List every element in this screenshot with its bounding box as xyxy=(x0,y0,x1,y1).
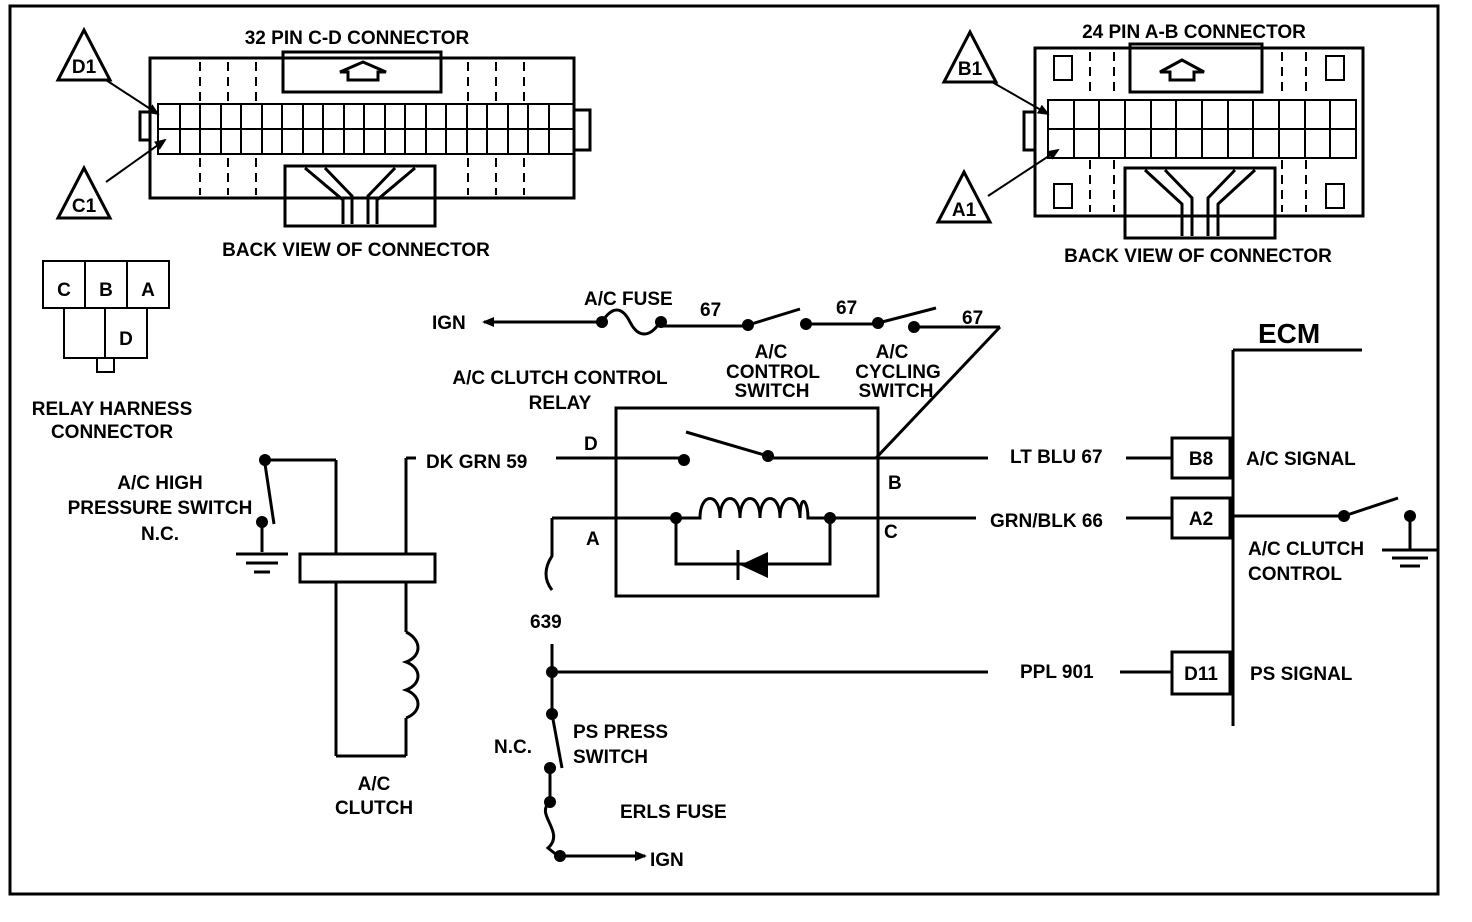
relay-title-2: RELAY xyxy=(529,393,592,414)
cycling-switch-label-1: A/C xyxy=(876,342,909,363)
clutch-control-label-2: CONTROL xyxy=(1248,564,1342,585)
relay-harness-label-2: CONNECTOR xyxy=(51,422,173,443)
erls-fuse-label: ERLS FUSE xyxy=(620,802,727,823)
pin-c1-label: C1 xyxy=(72,196,97,217)
harness-cell-a: A xyxy=(141,280,155,301)
harness-cell-b: B xyxy=(99,280,113,301)
harness-cell-c: C xyxy=(57,280,71,301)
high-pressure-label-1: A/C HIGH xyxy=(117,473,203,494)
top-circuit: IGN A/C FUSE 67 67 67 A/C CONTROL SWITCH… xyxy=(432,289,1002,460)
relay-pin-a: A xyxy=(586,529,600,550)
high-pressure-label-3: N.C. xyxy=(141,524,179,545)
relay-pin-b: B xyxy=(888,473,902,494)
pin-b8: B8 xyxy=(1189,449,1213,470)
ps-nc-label: N.C. xyxy=(494,737,532,758)
ps-press-label-2: SWITCH xyxy=(573,747,648,768)
pin-d1-label: D1 xyxy=(72,57,97,78)
ps-signal-label: PS SIGNAL xyxy=(1250,664,1353,685)
wire-67-a: 67 xyxy=(700,300,721,321)
ecm-title: ECM xyxy=(1258,318,1320,349)
clutch-control-label-1: A/C CLUTCH xyxy=(1248,539,1364,560)
relay-pin-d: D xyxy=(584,434,598,455)
control-switch-label-1: A/C xyxy=(755,342,788,363)
grn-blk-66-label: GRN/BLK 66 xyxy=(990,511,1103,532)
connector-cd-caption: BACK VIEW OF CONNECTOR xyxy=(222,240,490,261)
clutch-label-2: CLUTCH xyxy=(335,798,413,819)
clutch-control-relay: A/C CLUTCH CONTROL RELAY D B A C xyxy=(452,368,988,598)
clutch-label-1: A/C xyxy=(358,774,391,795)
ac-signal-label: A/C SIGNAL xyxy=(1246,449,1356,470)
ecm-module: ECM B8 A2 D11 A/C SIGNAL A/C CLUTCH CONT… xyxy=(1170,318,1438,726)
ppl-901-label: PPL 901 xyxy=(1020,662,1094,683)
control-switch-label-3: SWITCH xyxy=(735,381,810,402)
wire-639-label: 639 xyxy=(530,612,562,633)
page-frame xyxy=(8,4,1440,896)
relay-harness-connector: C B A D RELAY HARNESS CONNECTOR xyxy=(32,260,193,443)
control-switch-label-2: CONTROL xyxy=(726,362,820,383)
pin-d11: D11 xyxy=(1184,664,1218,685)
ign-top-label: IGN xyxy=(432,313,466,334)
high-pressure-label-2: PRESSURE SWITCH xyxy=(68,498,253,519)
dk-grn-59-label: DK GRN 59 xyxy=(426,452,527,473)
connector-cd-title: 32 PIN C-D CONNECTOR xyxy=(245,28,470,49)
wire-67-b: 67 xyxy=(836,298,857,319)
relay-title-1: A/C CLUTCH CONTROL xyxy=(452,368,668,389)
ps-switch-circuit: 639 N.C. PS PRESS SWITCH ERLS FUSE IGN xyxy=(494,518,988,871)
connector-ab-caption: BACK VIEW OF CONNECTOR xyxy=(1064,246,1332,267)
high-pressure-switch-and-clutch: A/C HIGH PRESSURE SWITCH N.C. DK GRN 59 … xyxy=(68,452,528,819)
ps-press-label-1: PS PRESS xyxy=(573,722,668,743)
wire-67-c: 67 xyxy=(962,308,983,329)
relay-pin-c: C xyxy=(884,522,898,543)
relay-harness-label-1: RELAY HARNESS xyxy=(32,399,193,420)
ign-bottom-label: IGN xyxy=(650,850,684,871)
pin-a1-label: A1 xyxy=(952,200,977,221)
lt-blu-67-label: LT BLU 67 xyxy=(1010,447,1103,468)
ac-fuse-label: A/C FUSE xyxy=(584,289,673,310)
connector-24pin-ab: 24 PIN A-B CONNECTOR B1 A1 BACK VIEW OF … xyxy=(935,22,1365,267)
connector-32pin-cd: 32 PIN C-D CONNECTOR D1 C1 BACK VIEW OF … xyxy=(55,26,592,261)
cycling-switch-label-2: CYCLING xyxy=(855,362,941,383)
pin-b1-label: B1 xyxy=(958,59,983,80)
harness-cell-d: D xyxy=(119,329,133,350)
cycling-switch-label-3: SWITCH xyxy=(859,381,934,402)
connector-ab-title: 24 PIN A-B CONNECTOR xyxy=(1082,22,1306,43)
pin-a2: A2 xyxy=(1189,509,1213,530)
